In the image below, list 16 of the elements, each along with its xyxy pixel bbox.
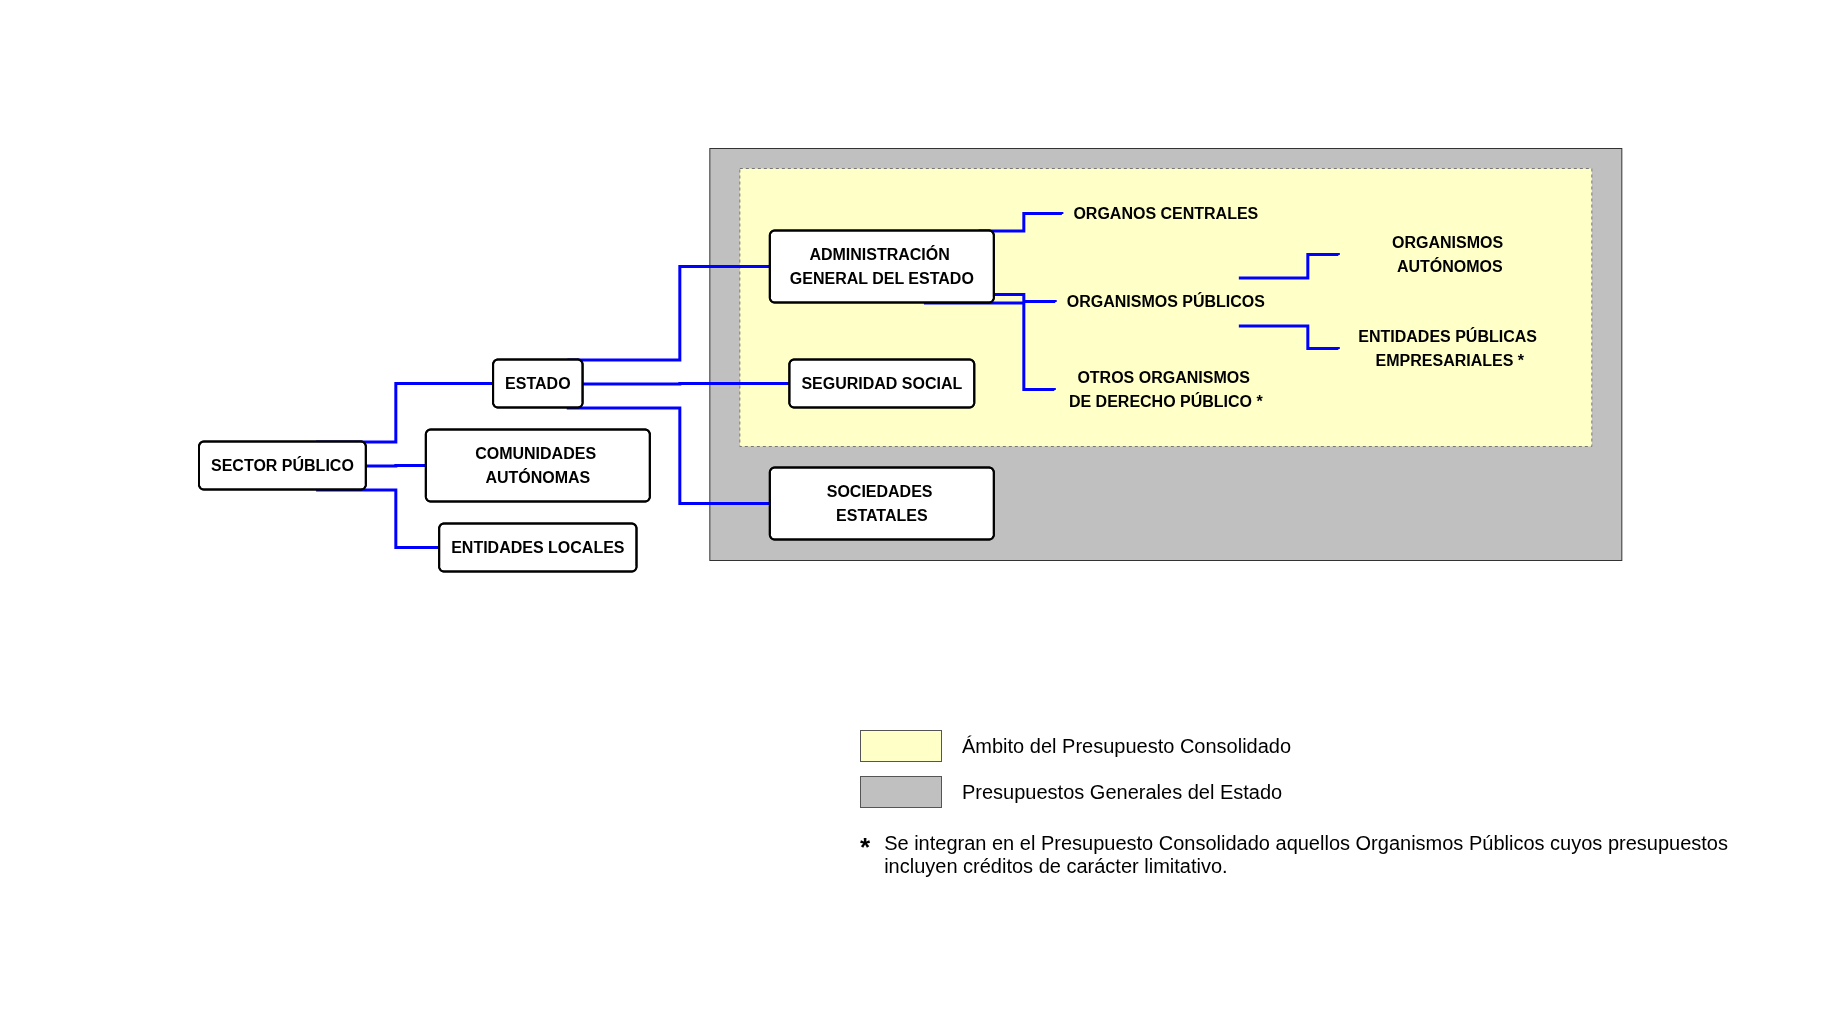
node-label: * [1256,392,1263,410]
connector [993,293,1057,304]
connector [1238,253,1340,280]
cluster [708,148,1622,561]
legend-text: Ámbito del Presupuesto Consolidado [962,734,1292,758]
cluster [738,168,1592,447]
footnote-text: Se integran en el Presupuesto Consolidado aquellos Organismos Públicos cuyos presupuestos incluyen créditos de carácter limitativo. [884,832,1729,878]
footnote-mark: * [860,832,871,864]
connector [1238,324,1340,351]
node-text: OTROS ORGANISMOS DE DERECHO PÚBLICO [1068,368,1252,410]
legend-text: Presupuestos Generales del Estado [962,780,1283,804]
node-text: ORGANISMOS PÚBLICOS [1066,292,1265,310]
node-label: * [1517,351,1524,369]
connector [923,301,1056,392]
node-text: ORGANISMOS AUTÓNOMOS [1391,233,1503,275]
node-text: ORGANOS CENTRALES [1072,204,1258,222]
